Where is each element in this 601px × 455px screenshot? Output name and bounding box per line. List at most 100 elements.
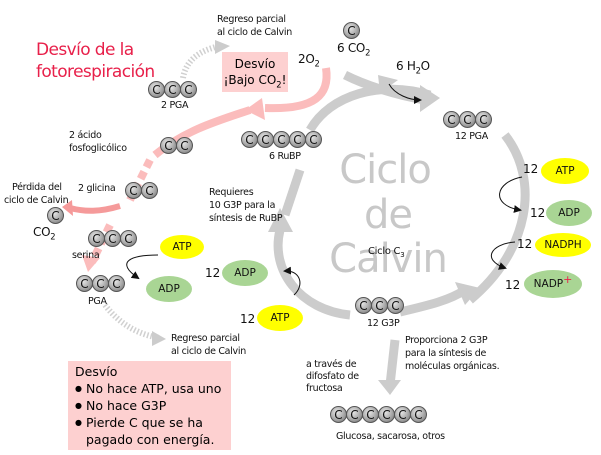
desvio-bullet-list: No hace ATP, usa uno No hace G3P Pierde … xyxy=(75,380,231,448)
carbon-atom: C xyxy=(108,275,125,292)
carbon-atom: C xyxy=(148,81,165,98)
a-traves-line1: a través de xyxy=(306,359,357,370)
cycle-type-label: Ciclo C3 xyxy=(368,246,405,259)
atp-side-pill: ATP xyxy=(160,235,204,259)
adp-right-pill: ADP xyxy=(546,200,592,226)
desvio-top-line1: Desvío xyxy=(234,57,276,71)
cycle-arrowheads xyxy=(268,75,480,395)
nadp-pill: NADP+ xyxy=(524,270,582,298)
nadph-pill: NADPH xyxy=(535,233,591,257)
carbon-atom: C xyxy=(104,230,121,247)
desvio-box-title: Desvío xyxy=(75,364,118,379)
co2-lost-label: CO2 xyxy=(33,225,56,242)
label-2-pga: 2 PGA xyxy=(161,100,189,111)
carbon-atom: C xyxy=(141,182,158,199)
requieres-line2: 10 G3P para la xyxy=(209,200,276,211)
adp-side-pill: ADP xyxy=(146,276,192,302)
carbon-atom: C xyxy=(125,182,142,199)
atp-left-count: 12 xyxy=(240,312,256,326)
carbon-atom: C xyxy=(387,297,404,314)
perdida-line2: ciclo de Calvin xyxy=(4,195,69,206)
carbon-atom: C xyxy=(273,131,290,148)
adp-left-count: 12 xyxy=(205,266,221,280)
carbon-atom: C xyxy=(362,406,379,423)
carbon-atom: C xyxy=(257,131,274,148)
label-phosphoglycolic-1: 2 ácido xyxy=(69,130,102,141)
carbon-atom: C xyxy=(176,137,193,154)
requieres-line1: Requieres xyxy=(209,187,254,198)
carbon-atom: C xyxy=(241,131,258,148)
atp-right-count: 12 xyxy=(523,162,539,176)
label-pga-side: PGA xyxy=(88,296,107,307)
carbon-atom: C xyxy=(88,230,105,247)
regreso-top-line1: Regreso parcial xyxy=(217,14,286,25)
adp-right-count: 12 xyxy=(530,206,546,220)
carbon-atom: C xyxy=(289,131,306,148)
atp-right-pill: ATP xyxy=(541,158,589,184)
regreso-top-line2: al ciclo de Calvin xyxy=(217,27,292,38)
desvio-top-line2: ¡Bajo CO2! xyxy=(223,73,287,90)
label-12-pga: 12 PGA xyxy=(455,131,488,142)
water-label: 6 H2O xyxy=(396,59,430,76)
carbon-atom: C xyxy=(410,406,427,423)
carbon-atom: C xyxy=(475,111,492,128)
arc-pga-to-g3p xyxy=(467,132,530,304)
label-glycine: 2 glicina xyxy=(78,183,116,194)
desvio-bullet: No hace G3P xyxy=(75,397,231,414)
proporciona-line3: moléculas orgánicas. xyxy=(405,361,500,372)
arc-rubp-to-pga xyxy=(306,84,432,133)
label-rubp: 6 RuBP xyxy=(269,151,301,162)
arc-g3p-to-rubp xyxy=(273,228,351,320)
co2-lost-atom: C xyxy=(47,207,64,224)
oxygen-label: 2O2 xyxy=(298,52,320,69)
carbon-atom: C xyxy=(371,297,388,314)
co2-input-label: 6 CO2 xyxy=(337,41,371,58)
desvio-summary-box: Desvío No hace ATP, usa uno No hace G3P … xyxy=(68,361,231,450)
carbon-atom: C xyxy=(120,230,137,247)
label-12-g3p: 12 G3P xyxy=(367,318,400,329)
perdida-line1: Pérdida del xyxy=(12,182,62,193)
carbon-atom: C xyxy=(443,111,460,128)
label-serine: serina xyxy=(72,250,100,261)
return-arrow-bottom xyxy=(102,303,161,341)
a-traves-line3: fructosa xyxy=(306,383,343,394)
carbon-atom: C xyxy=(330,406,347,423)
regreso-bottom-line2: al ciclo de Calvin xyxy=(171,346,246,357)
return-arrow-top xyxy=(180,43,221,79)
carbon-atom: C xyxy=(346,406,363,423)
carbon-atom: C xyxy=(459,111,476,128)
center-title-line2: de Calvin xyxy=(329,192,448,282)
energy-arrows xyxy=(126,83,523,296)
center-title-line1: Ciclo xyxy=(339,147,432,193)
a-traves-line2: difosfato de xyxy=(306,371,359,382)
nadp-count: 12 xyxy=(505,278,521,292)
co2-loss-arrow xyxy=(69,203,121,214)
proporciona-line2: para la síntesis de xyxy=(405,348,486,359)
carbon-atom: C xyxy=(164,81,181,98)
carbon-atom: C xyxy=(160,137,177,154)
carbon-atom: C xyxy=(343,22,360,39)
carbon-atom: C xyxy=(305,131,322,148)
carbon-atom: C xyxy=(180,81,197,98)
atp-left-pill: ATP xyxy=(257,305,303,331)
requieres-line3: síntesis de RuBP xyxy=(209,213,283,224)
co2-input-atom: C xyxy=(343,22,360,39)
carbon-atom: C xyxy=(76,275,93,292)
desvio-low-co2-box: Desvío ¡Bajo CO2! xyxy=(222,52,288,92)
regreso-bottom-line1: Regreso parcial xyxy=(171,333,240,344)
carbon-atom: C xyxy=(47,207,64,224)
desvio-bullet-continuation: pagado con energía. xyxy=(86,432,215,447)
carbon-atom: C xyxy=(394,406,411,423)
carbon-atom: C xyxy=(355,297,372,314)
label-glucose: Glucosa, sacarosa, otros xyxy=(336,431,445,442)
